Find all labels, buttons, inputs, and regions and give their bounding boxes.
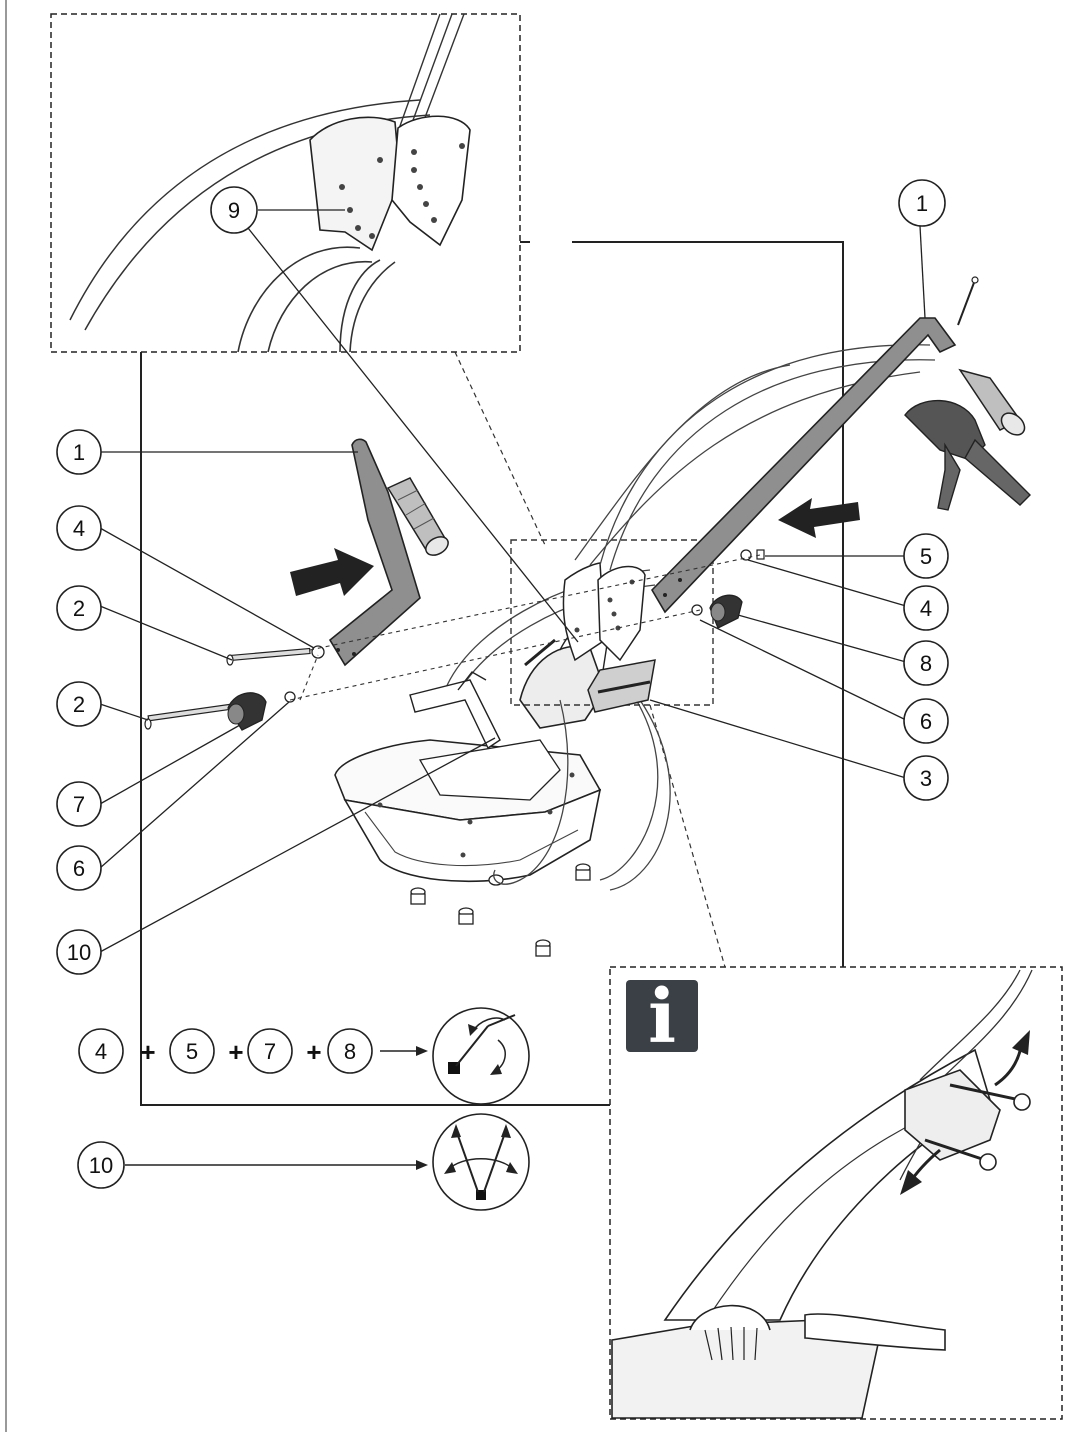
- washer-left: [311, 645, 325, 659]
- svg-text:1: 1: [916, 191, 928, 216]
- callout-left-1: 1: [56, 429, 102, 475]
- arrow-right-direction: [290, 548, 374, 596]
- detail-connector-info: [649, 704, 726, 968]
- svg-text:2: 2: [73, 692, 85, 717]
- callout-right-8: 8: [903, 640, 949, 686]
- info-badge: i: [626, 974, 698, 1060]
- svg-text:+: +: [306, 1037, 321, 1067]
- nut-right-5: [756, 549, 765, 560]
- left-handlebar: [328, 438, 449, 667]
- nut-right-6: [691, 604, 703, 616]
- control-cables: [574, 344, 936, 571]
- detail-frame-top: [50, 13, 521, 353]
- svg-text:7: 7: [73, 792, 85, 817]
- star-knob-left: [227, 692, 267, 731]
- info-badge-background: [626, 980, 698, 1052]
- callout-left-7: 7: [56, 781, 102, 827]
- detail-connector-top: [454, 351, 546, 546]
- svg-text:5: 5: [920, 544, 932, 569]
- legend-row-1: 4 + 5 + 7 + 8: [78, 1028, 428, 1074]
- svg-text:+: +: [228, 1037, 243, 1067]
- svg-text:6: 6: [920, 709, 932, 734]
- callout-left-2a: 2: [56, 585, 102, 631]
- svg-text:8: 8: [920, 651, 932, 676]
- star-knob-right: [709, 594, 743, 629]
- svg-text:7: 7: [264, 1039, 276, 1064]
- callout-right-4: 4: [903, 585, 949, 631]
- callout-top-right-1: 1: [898, 179, 946, 227]
- arrow-left-direction: [778, 498, 860, 538]
- callout-left-10: 10: [56, 929, 102, 975]
- legend-row-2: 10: [77, 1141, 428, 1189]
- alignment-lines: [289, 554, 761, 701]
- nut-left: [284, 691, 296, 703]
- bolt-left-upper: [226, 647, 311, 666]
- mower-housing: [334, 569, 671, 957]
- right-handlebar: [650, 276, 1031, 614]
- svg-text:8: 8: [344, 1039, 356, 1064]
- svg-text:5: 5: [186, 1039, 198, 1064]
- svg-text:4: 4: [73, 516, 85, 541]
- callout-left-2b: 2: [56, 681, 102, 727]
- svg-text:10: 10: [89, 1153, 113, 1178]
- svg-text:1: 1: [73, 440, 85, 465]
- adjust-height-icon: [432, 1007, 530, 1105]
- callout-left-4: 4: [56, 505, 102, 551]
- center-detail-frame: [510, 539, 714, 706]
- callout-left-6: 6: [56, 845, 102, 891]
- callout-right-5: 5: [903, 533, 949, 579]
- callout-top-9: 9: [210, 186, 258, 234]
- svg-text:6: 6: [73, 856, 85, 881]
- leader-lines: [99, 209, 926, 953]
- svg-text:4: 4: [920, 596, 932, 621]
- svg-text:9: 9: [228, 198, 240, 223]
- svg-text:2: 2: [73, 596, 85, 621]
- center-bracket: [562, 562, 656, 713]
- svg-text:4: 4: [95, 1039, 107, 1064]
- adjust-side-angle-icon: [432, 1113, 530, 1211]
- callout-right-3: 3: [903, 755, 949, 801]
- info-icon: i: [648, 974, 676, 1060]
- bolt-left-lower: [144, 703, 231, 730]
- callout-right-6: 6: [903, 698, 949, 744]
- svg-text:+: +: [140, 1037, 155, 1067]
- svg-text:10: 10: [67, 940, 91, 965]
- svg-text:3: 3: [920, 766, 932, 791]
